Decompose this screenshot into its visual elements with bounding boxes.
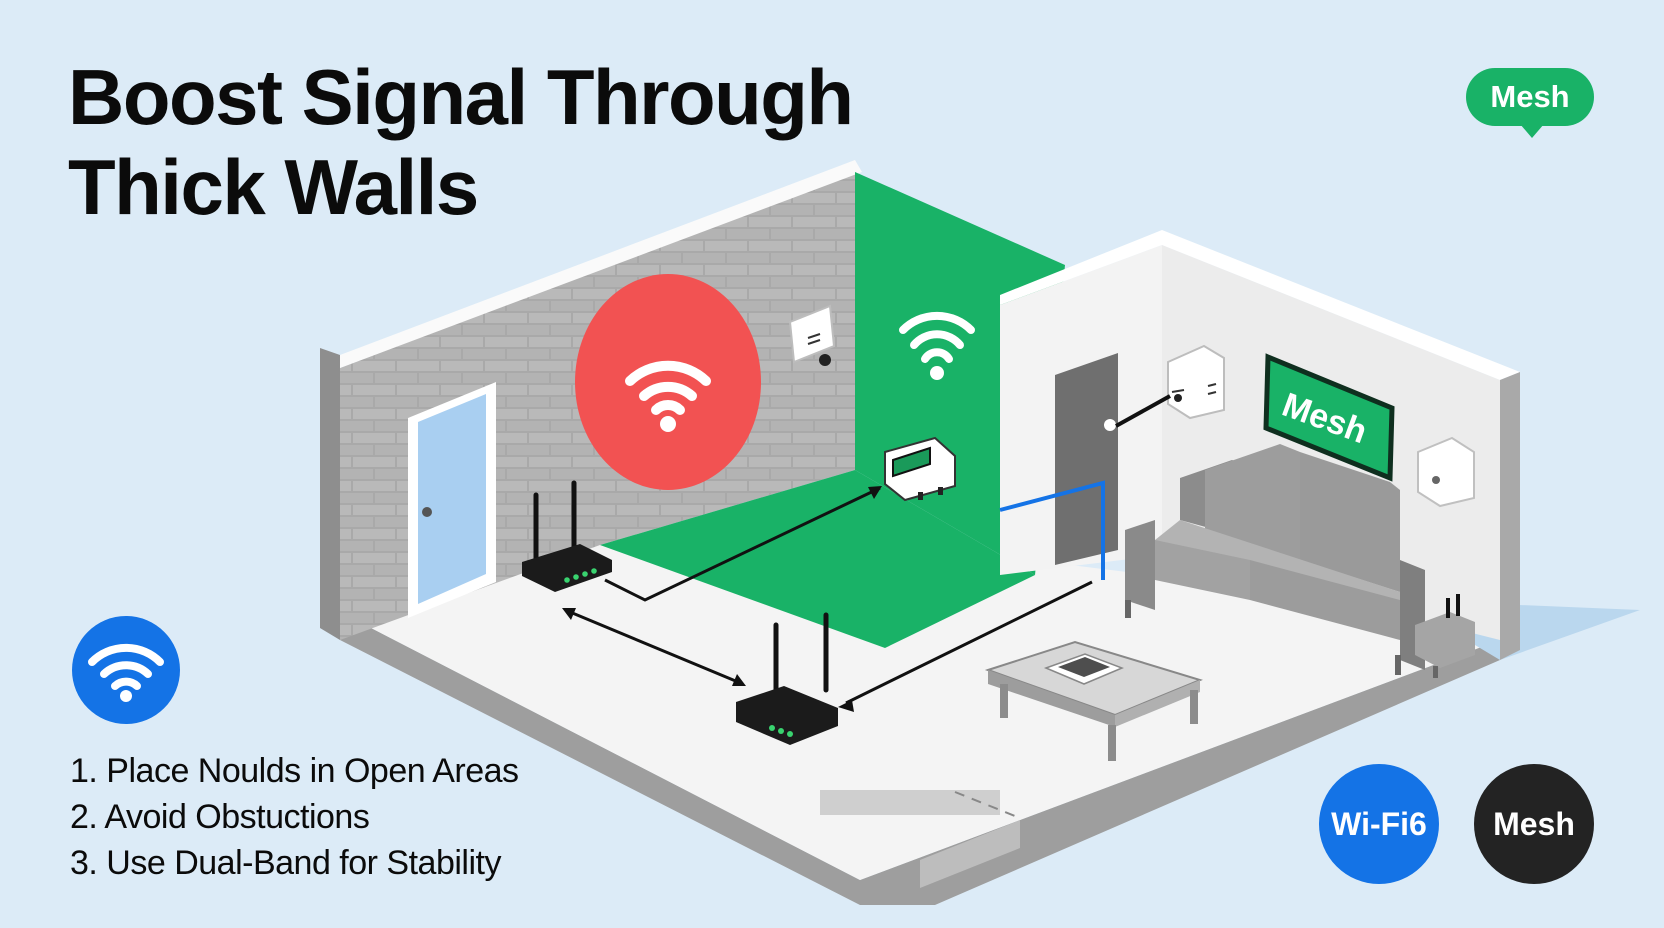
router-icon xyxy=(522,480,612,592)
wifi-circle-badge xyxy=(72,616,180,724)
title-line-1: Boost Signal Through xyxy=(68,53,854,141)
mesh-wall-sign: Mesh xyxy=(1263,353,1395,482)
mesh-node-icon xyxy=(788,304,836,366)
mesh-node-icon xyxy=(884,436,956,502)
page-title: Boost Signal Through Thick Walls xyxy=(68,52,854,232)
weak-signal-indicator xyxy=(575,274,761,490)
title-line-2: Thick Walls xyxy=(68,143,479,231)
tip-2: 2. Avoid Obstuctions xyxy=(70,798,370,836)
mesh-node-icon xyxy=(1417,436,1475,508)
wifi-icon xyxy=(899,311,975,363)
door-icon xyxy=(408,382,496,618)
sofa-icon xyxy=(1125,444,1425,675)
wifi-icon xyxy=(88,643,164,702)
mesh-speech-bubble: Mesh xyxy=(1466,68,1594,138)
tips-list: 1. Place Noulds in Open Areas 2. Avoid O… xyxy=(70,748,519,886)
mesh-badge: Mesh xyxy=(1474,764,1594,884)
signal-paths xyxy=(562,486,1093,819)
mesh-node-icon xyxy=(1167,344,1225,420)
tip-1: 1. Place Noulds in Open Areas xyxy=(70,752,519,790)
side-table xyxy=(1415,594,1475,678)
wifi6-badge: Wi-Fi6 xyxy=(1319,764,1439,884)
wifi-icon xyxy=(625,360,711,415)
tip-3: 3. Use Dual-Band for Stability xyxy=(70,844,501,882)
router-icon xyxy=(736,612,838,745)
coffee-table-icon xyxy=(984,640,1203,761)
